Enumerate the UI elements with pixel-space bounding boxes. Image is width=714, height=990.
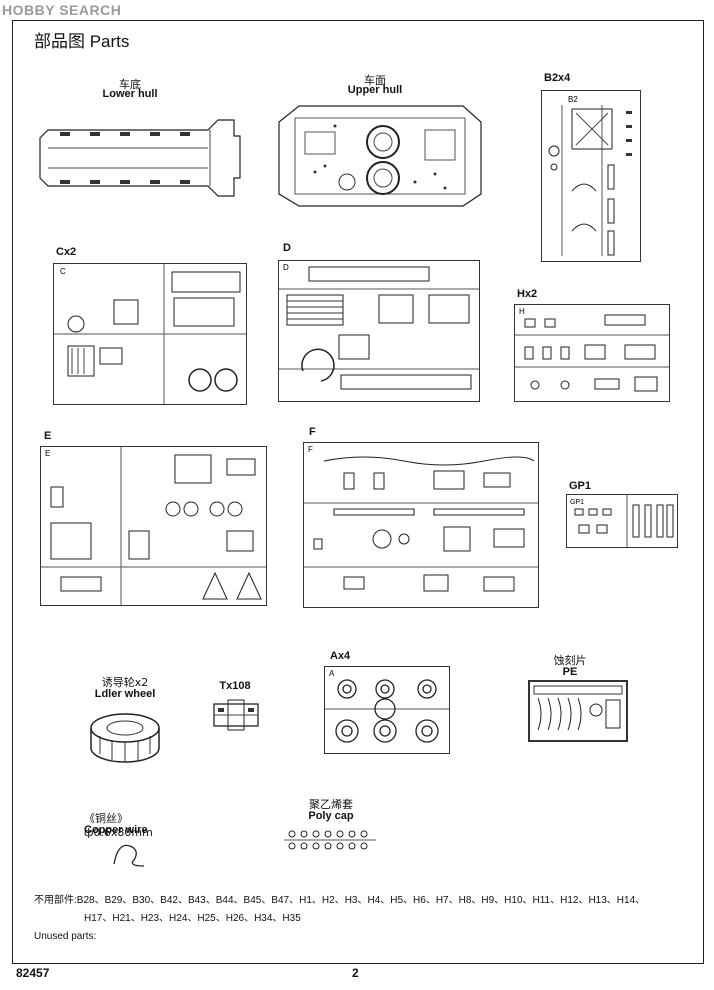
sprue-b-tag: B2 [568,95,578,104]
sprue-h-tag: H [519,307,525,316]
sprue-f: F [303,442,539,608]
copper-wire-drawing [110,838,150,868]
sprue-c: C [53,263,247,405]
sprue-h-label: Hx2 [517,288,538,300]
product-code: 82457 [16,966,50,980]
sprue-gp-label: GP1 [569,480,592,492]
sprue-a-label: Ax4 [330,650,351,662]
sprue-gp-tag: GP1 [570,499,584,506]
sprue-e-label: E [44,430,52,442]
sprue-c-tag: C [60,267,66,276]
idler-label-en: Ldler wheel [94,688,156,700]
photo-etch-fret [528,680,628,742]
sprue-f-tag: F [308,445,313,454]
sprue-b: B2 [541,90,641,262]
lower-hull-drawing [38,108,242,208]
sprue-gp: GP1 [566,494,678,548]
polycap-runner-drawing [280,828,380,852]
sprue-a: A [324,666,450,754]
idler-wheel-drawing [86,706,164,770]
page-frame [12,20,704,964]
sprue-c-label: Cx2 [56,246,77,258]
copper-label-en: Copper wire [84,824,148,836]
sprue-e-tag: E [45,449,50,458]
track-link-drawing [210,698,262,732]
unused-parts-label-en: Unused parts: [34,931,97,942]
watermark: HOBBY SEARCH [2,2,122,18]
copper-label-zh: 《铜丝》ф0.6x80mm [84,812,153,839]
page-title: 部品图 Parts [34,32,130,51]
sprue-b-label: B2x4 [544,72,571,84]
lower-hull-label-zh: 车底 [119,78,141,91]
track-label: Tx108 [219,680,251,692]
upper-hull-drawing [275,102,485,210]
sprue-e: E [40,446,267,606]
sprue-d-label: D [283,242,291,254]
polycap-label-en: Poly cap [308,810,354,822]
idler-label-zh: 诱导轮x2 [101,676,149,689]
sprue-a-tag: A [329,669,335,678]
sprue-h: H [514,304,670,402]
polycap-label-zh: 聚乙烯套 [309,798,353,811]
unused-parts-line2: H17、H21、H23、H24、H25、H26、H34、H35 [84,913,301,924]
sprue-d: D [278,260,480,402]
pe-label-en: PE [562,666,578,678]
sprue-d-tag: D [283,263,289,272]
upper-hull-label-zh: 车面 [364,74,386,87]
page-number: 2 [352,966,359,980]
upper-hull-label-en: Upper hull [347,84,403,96]
pe-label-zh: 蚀刻片 [553,654,587,667]
unused-parts-line1: 不用部件:B28、B29、B30、B42、B43、B44、B45、B47、H1、… [34,895,646,906]
sprue-f-label: F [309,426,316,438]
lower-hull-label-en: Lower hull [102,88,158,100]
